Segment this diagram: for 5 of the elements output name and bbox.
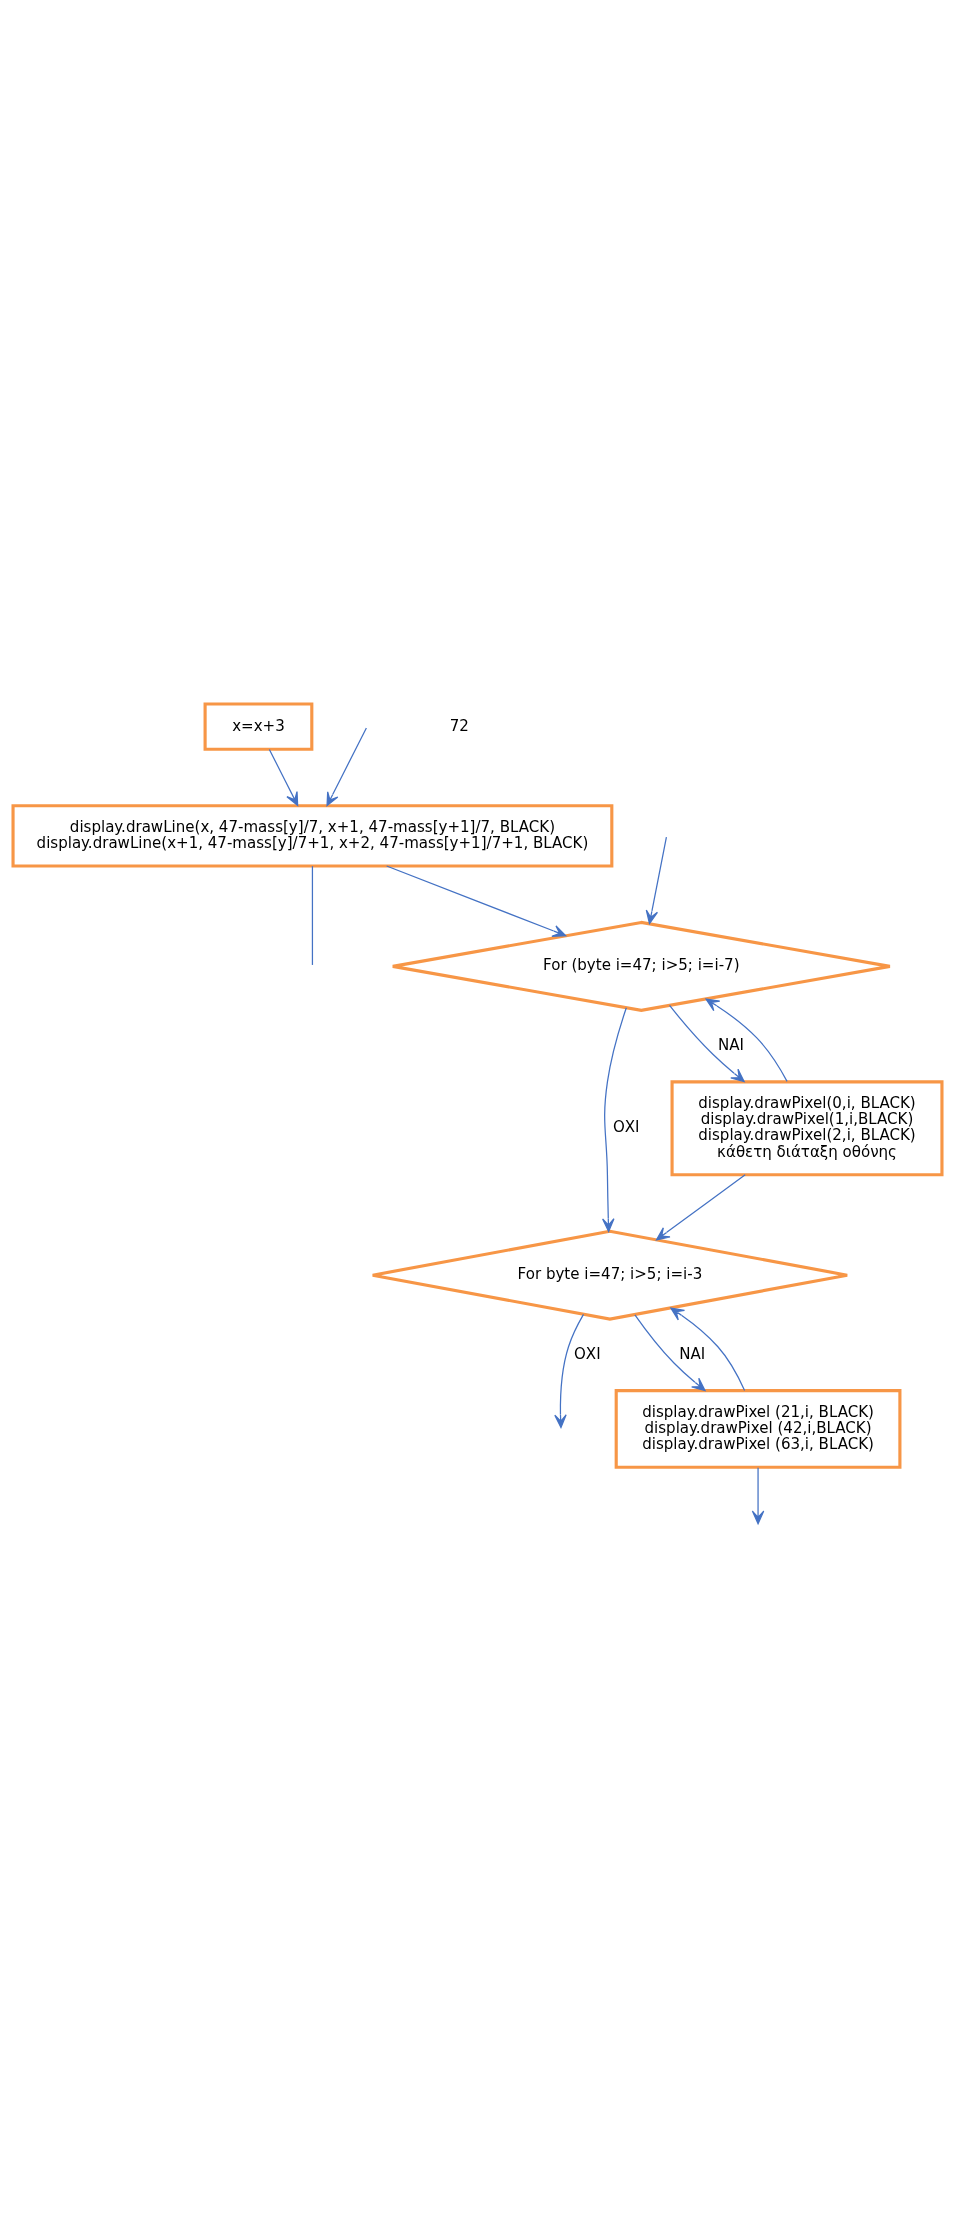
edge-label: ΟΧΙ	[574, 1344, 601, 1363]
edge-label: ΝΑΙ	[718, 1035, 745, 1054]
edge-label: ΝΑΙ	[679, 1344, 706, 1363]
edge-label: ΟΧΙ	[612, 1117, 640, 1136]
label: 72	[449, 716, 469, 735]
